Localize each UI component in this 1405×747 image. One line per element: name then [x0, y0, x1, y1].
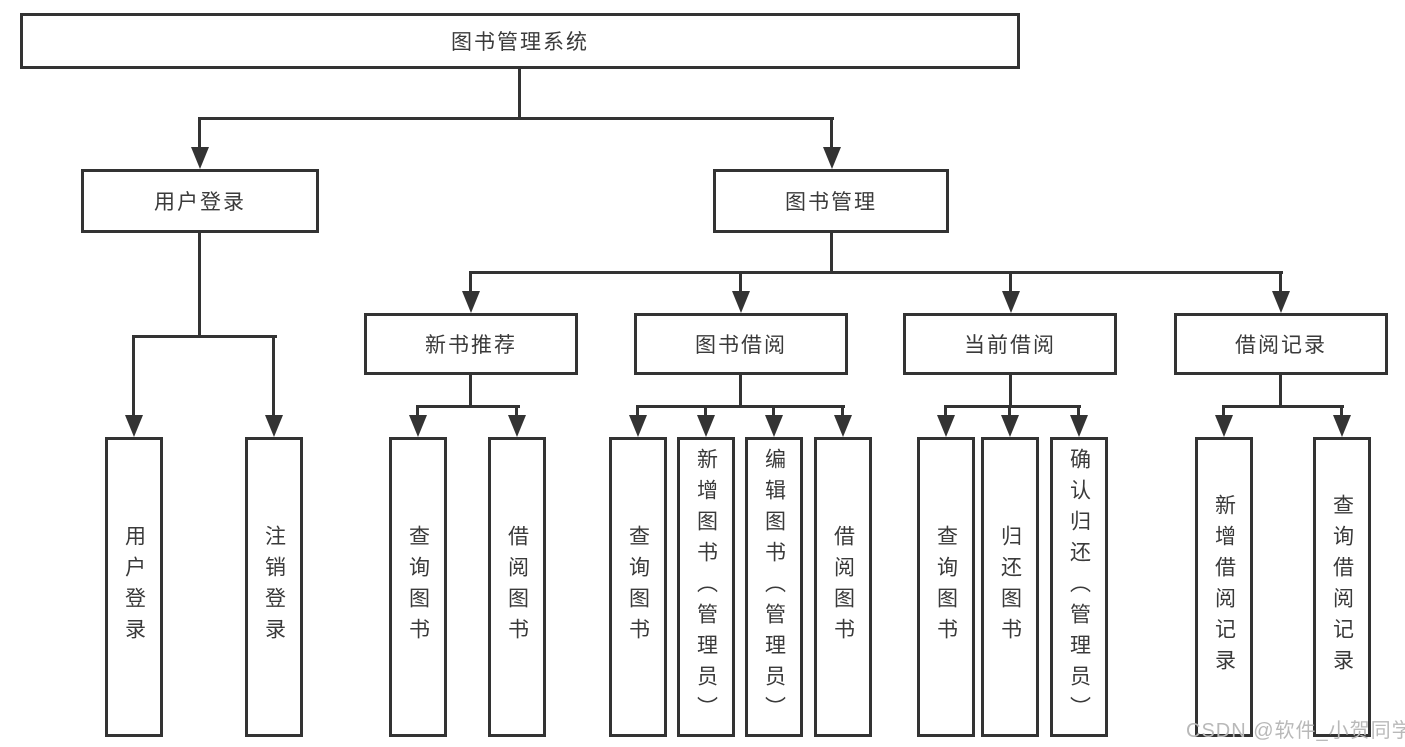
node-library-management-system: 图书管理系统 [20, 13, 1020, 69]
node-leaf-borrow-books: 借阅图书 [814, 437, 872, 737]
arrow-down-icon [265, 415, 283, 437]
connector-vline [739, 271, 742, 295]
connector-vline [944, 405, 947, 421]
connector-vline [841, 405, 844, 421]
node-leaf-confirm-return-admin: 确认归还（管理员） [1050, 437, 1108, 737]
connector-vline [198, 117, 201, 151]
node-leaf-query-books-current: 查询图书 [917, 437, 975, 737]
connector-hline [470, 271, 1283, 274]
arrow-down-icon [834, 415, 852, 437]
node-label: 查询借阅记录 [1330, 494, 1354, 680]
connector-vline [636, 405, 639, 421]
node-leaf-add-books-admin: 新增图书（管理员） [677, 437, 735, 737]
connector-vline [704, 405, 707, 421]
node-label: 注销登录 [262, 525, 286, 649]
connector-vline [515, 405, 518, 421]
node-leaf-add-borrow-record: 新增借阅记录 [1195, 437, 1253, 737]
arrow-down-icon [462, 291, 480, 313]
connector-hline [417, 405, 520, 408]
connector-hline [198, 117, 834, 120]
connector-vline [469, 271, 472, 295]
arrow-down-icon [765, 415, 783, 437]
arrow-down-icon [1002, 291, 1020, 313]
node-new-book-recommendation: 新书推荐 [364, 313, 578, 375]
connector-vline [830, 117, 833, 151]
arrow-down-icon [1272, 291, 1290, 313]
arrow-down-icon [1070, 415, 1088, 437]
connector-vline [1008, 405, 1011, 421]
arrow-down-icon [697, 415, 715, 437]
connector-vline [1077, 405, 1080, 421]
connector-hline [945, 405, 1081, 408]
arrow-down-icon [1001, 415, 1019, 437]
node-leaf-query-borrow-record: 查询借阅记录 [1313, 437, 1371, 737]
connector-vline [1279, 271, 1282, 295]
node-label: 用户登录 [122, 525, 146, 649]
connector-vline [1009, 271, 1012, 295]
node-label: 图书管理 [785, 191, 877, 214]
arrow-down-icon [937, 415, 955, 437]
node-leaf-user-login: 用户登录 [105, 437, 163, 737]
connector-vline [1009, 372, 1012, 408]
connector-vline [1279, 372, 1282, 408]
arrow-down-icon [629, 415, 647, 437]
connector-vline [469, 372, 472, 408]
connector-hline [133, 335, 277, 338]
node-label: 借阅图书 [831, 525, 855, 649]
arrow-down-icon [1215, 415, 1233, 437]
node-user-login: 用户登录 [81, 169, 319, 233]
connector-vline [1222, 405, 1225, 421]
node-leaf-borrow-books-recommend: 借阅图书 [488, 437, 546, 737]
arrow-down-icon [125, 415, 143, 437]
node-label: 新增图书（管理员） [694, 447, 718, 727]
node-label: 当前借阅 [964, 334, 1056, 357]
node-book-management: 图书管理 [713, 169, 949, 233]
connector-hline [637, 405, 845, 408]
arrow-down-icon [508, 415, 526, 437]
connector-vline [739, 372, 742, 408]
node-leaf-query-books-recommend: 查询图书 [389, 437, 447, 737]
node-label: 归还图书 [998, 525, 1022, 649]
connector-vline [416, 405, 419, 421]
node-borrowing-records: 借阅记录 [1174, 313, 1388, 375]
arrow-down-icon [1333, 415, 1351, 437]
node-leaf-query-books-borrowing: 查询图书 [609, 437, 667, 737]
connector-vline [1340, 405, 1343, 421]
node-label: 查询图书 [406, 525, 430, 649]
node-label: 用户登录 [154, 191, 246, 214]
node-label: 新增借阅记录 [1212, 494, 1236, 680]
arrow-down-icon [409, 415, 427, 437]
node-label: 查询图书 [934, 525, 958, 649]
arrow-down-icon [191, 147, 209, 169]
node-label: 查询图书 [626, 525, 650, 649]
arrow-down-icon [823, 147, 841, 169]
node-label: 确认归还（管理员） [1067, 447, 1091, 727]
node-leaf-return-books: 归还图书 [981, 437, 1039, 737]
node-current-borrowing: 当前借阅 [903, 313, 1117, 375]
node-label: 编辑图书（管理员） [762, 447, 786, 727]
node-label: 借阅图书 [505, 525, 529, 649]
connector-vline [272, 335, 275, 419]
connector-hline [1223, 405, 1344, 408]
connector-vline [518, 66, 521, 120]
connector-vline [132, 335, 135, 419]
node-leaf-logout: 注销登录 [245, 437, 303, 737]
connector-vline [772, 405, 775, 421]
node-label: 借阅记录 [1235, 334, 1327, 357]
connector-vline [830, 230, 833, 274]
node-leaf-edit-books-admin: 编辑图书（管理员） [745, 437, 803, 737]
node-book-borrowing: 图书借阅 [634, 313, 848, 375]
node-label: 图书管理系统 [451, 31, 589, 54]
node-label: 图书借阅 [695, 334, 787, 357]
node-label: 新书推荐 [425, 334, 517, 357]
arrow-down-icon [732, 291, 750, 313]
watermark-text: CSDN @软件_小贺同学 [1186, 720, 1405, 742]
connector-vline [198, 230, 201, 338]
